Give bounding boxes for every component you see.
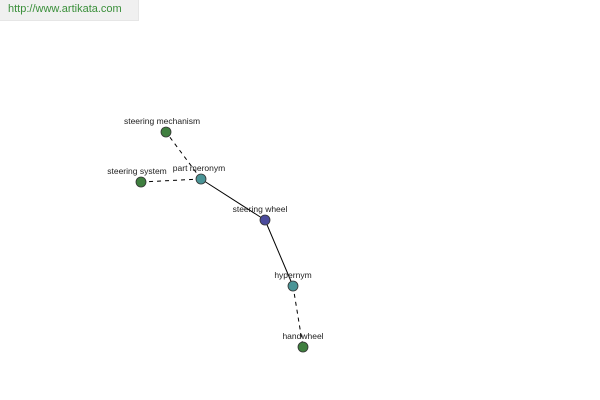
edge-central-to-part-meronym xyxy=(200,178,266,221)
label-hypernym: hypernym xyxy=(274,270,311,280)
label-part-meronym: part meronym xyxy=(173,163,225,173)
url-text[interactable]: http://www.artikata.com xyxy=(8,3,122,15)
node-steering-mechanism[interactable] xyxy=(160,126,172,138)
node-steering-system[interactable] xyxy=(135,176,147,188)
label-handwheel: handwheel xyxy=(282,331,323,341)
edge-hypernym-to-handwheel xyxy=(292,285,304,348)
node-steering-wheel[interactable] xyxy=(259,214,271,226)
edge-part-meronym-to-steering-mechanism xyxy=(165,131,202,180)
node-part-meronym[interactable] xyxy=(195,173,207,185)
node-hypernym[interactable] xyxy=(287,280,299,292)
label-steering-system: steering system xyxy=(107,166,167,176)
node-handwheel[interactable] xyxy=(297,341,309,353)
url-banner: http://www.artikata.com xyxy=(0,0,139,21)
edge-part-meronym-to-steering-system xyxy=(140,178,202,183)
label-steering-wheel: steering wheel xyxy=(233,204,288,214)
edge-central-to-hypernym xyxy=(264,219,294,287)
label-steering-mechanism: steering mechanism xyxy=(124,116,200,126)
